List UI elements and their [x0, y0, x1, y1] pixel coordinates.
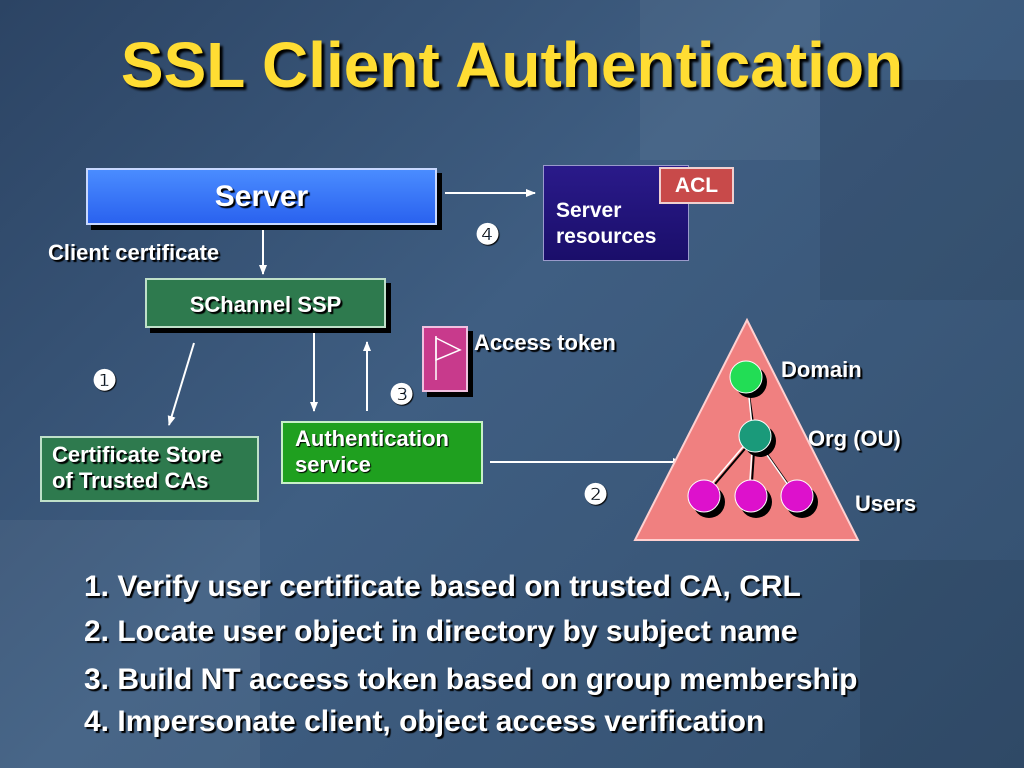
user-node — [687, 479, 725, 518]
step-marker-3: ❸ — [389, 379, 415, 410]
user-node — [780, 479, 818, 518]
auth-service-line1: Authentication — [295, 426, 449, 451]
step-item: 1. Verify user certificate based on trus… — [84, 570, 801, 603]
step-marker-2: ❷ — [583, 479, 609, 510]
server-box: Server — [86, 168, 437, 225]
step-marker-4: ❹ — [475, 219, 501, 250]
arrow-schannel-to-certstore — [167, 342, 195, 426]
step-marker-1: ❶ — [92, 365, 118, 396]
access-token-label: Access token — [474, 330, 616, 355]
step-item: 3. Build NT access token based on group … — [84, 663, 858, 696]
user-node — [734, 479, 772, 518]
step-item: 2. Locate user object in directory by su… — [84, 615, 798, 648]
domain-node — [729, 360, 767, 398]
certificate-store-box: Certificate Store of Trusted CAs — [40, 436, 259, 502]
access-token-icon — [422, 326, 468, 392]
authentication-service-box: Authentication service — [281, 421, 483, 484]
org-node — [738, 419, 776, 457]
server-resources-line2: resources — [556, 225, 657, 248]
certificate-store-line2: of Trusted CAs — [52, 468, 209, 493]
flag-icon — [435, 336, 462, 380]
org-ou-label: Org (OU) — [808, 426, 901, 451]
background-square — [860, 560, 1024, 768]
client-certificate-label: Client certificate — [48, 240, 220, 265]
background-square — [820, 80, 1024, 300]
step-item: 4. Impersonate client, object access ver… — [84, 705, 765, 738]
certificate-store-line1: Certificate Store — [52, 442, 222, 467]
domain-label: Domain — [781, 357, 862, 382]
background-square — [640, 0, 820, 160]
auth-service-line2: service — [295, 452, 371, 477]
acl-box: ACL — [659, 167, 734, 204]
users-label: Users — [855, 491, 917, 516]
background-square — [0, 520, 260, 768]
server-resources-line1: Server — [556, 199, 622, 222]
page-title: SSL Client Authentication — [120, 29, 904, 101]
schannel-ssp-box: SChannel SSP — [145, 278, 386, 328]
